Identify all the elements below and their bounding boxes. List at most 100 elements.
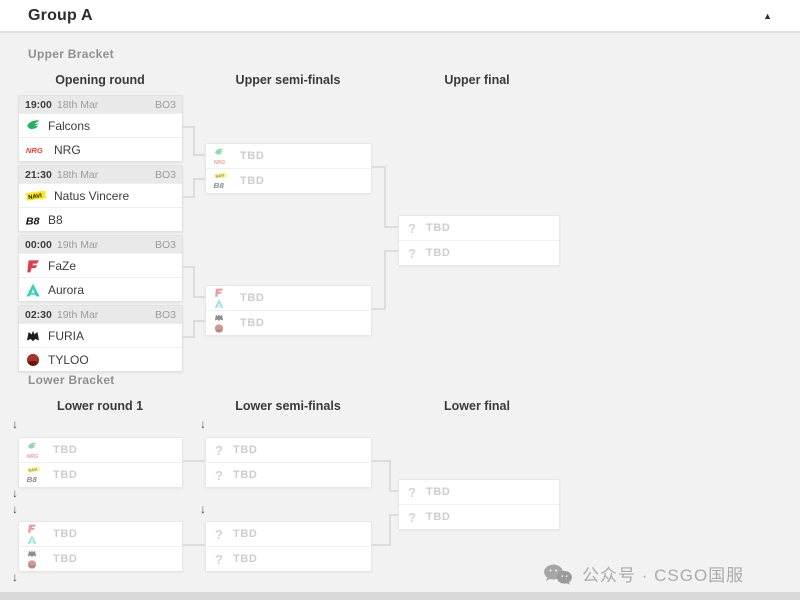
collapse-caret-icon[interactable]: ▲	[763, 10, 772, 21]
lower-semi-final-2[interactable]: ? TBD ? TBD	[205, 521, 372, 572]
match-navi-b8[interactable]: 21:30 18th Mar BO3 NAVI Natus Vincere B8…	[18, 165, 183, 232]
connector-line	[193, 126, 195, 156]
connector-line	[389, 514, 391, 546]
column-header-lower-semi-finals: Lower semi-finals	[235, 399, 341, 413]
match-date: 19th Mar	[56, 308, 99, 321]
team-name: B8	[48, 212, 63, 227]
placeholder-team-icon: ?	[408, 245, 416, 261]
falcons-logo-icon	[213, 147, 225, 158]
match-date: 19th Mar	[56, 238, 99, 251]
match-faze-aurora[interactable]: 00:00 19th Mar BO3 FaZe Aurora	[18, 235, 183, 302]
tbd-label: TBD	[426, 486, 451, 498]
aurora-logo-icon	[25, 282, 41, 298]
tbd-label: TBD	[240, 150, 265, 162]
svg-text:B8: B8	[27, 475, 38, 484]
connector-line	[193, 320, 205, 322]
bracket-slot[interactable]: ? TBD	[206, 546, 371, 571]
furia-logo-icon	[26, 548, 38, 559]
team-row[interactable]: NRG NRG	[19, 137, 182, 161]
placeholder-team-icon: ?	[215, 467, 223, 483]
match-furia-tyloo[interactable]: 02:30 19th Mar BO3 FURIA TYLOO	[18, 305, 183, 372]
bracket-slot[interactable]: TBD	[19, 546, 182, 571]
match-format: BO3	[154, 308, 176, 321]
b8-logo-icon: B8	[26, 473, 38, 484]
team-row[interactable]: Falcons	[19, 113, 182, 137]
placeholder-team-icon: ?	[408, 220, 416, 236]
match-format: BO3	[154, 168, 176, 181]
nrg-logo-icon: NRG	[26, 452, 41, 459]
bracket-slot[interactable]: ? TBD	[206, 438, 371, 462]
team-name: Aurora	[48, 282, 85, 297]
bracket-slot[interactable]: ? TBD	[399, 240, 559, 265]
team-row[interactable]: NAVI Natus Vincere	[19, 183, 182, 207]
tbd-label: TBD	[240, 175, 265, 187]
aurora-logo-icon	[213, 298, 225, 309]
tbd-label: TBD	[426, 511, 451, 523]
bracket-slot[interactable]: TBD	[206, 310, 371, 335]
connector-line	[372, 460, 391, 462]
drop-from-upper-arrow-icon: ↓	[200, 417, 206, 431]
bracket-slot[interactable]: ? TBD	[206, 522, 371, 546]
connector-line	[193, 296, 205, 298]
svg-text:NRG: NRG	[26, 146, 43, 155]
tbd-label: TBD	[233, 528, 258, 540]
bracket-slot[interactable]: ? TBD	[206, 462, 371, 487]
drop-from-upper-arrow-icon: ↓	[12, 486, 18, 500]
falcons-logo-icon	[26, 441, 38, 452]
group-header[interactable]: Group A ▲	[0, 0, 800, 33]
team-name: NRG	[54, 142, 81, 157]
candidate-logos: NRG	[213, 147, 232, 165]
watermark: 公众号 · CSGO国服	[543, 561, 744, 586]
drop-from-upper-arrow-icon: ↓	[200, 502, 206, 516]
connector-line	[193, 320, 195, 338]
connector-line	[183, 336, 195, 338]
bracket-slot[interactable]: NAVI B8 TBD	[206, 168, 371, 193]
match-time: 02:30	[25, 308, 52, 321]
connector-line	[384, 250, 398, 252]
svg-text:NAVI: NAVI	[28, 193, 43, 201]
bracket-slot[interactable]: NRG TBD	[206, 144, 371, 168]
tbd-label: TBD	[53, 469, 78, 481]
bracket-slot[interactable]: NRG TBD	[19, 438, 182, 462]
match-falcons-nrg[interactable]: 19:00 18th Mar BO3 Falcons NRG NRG	[18, 95, 183, 162]
connector-line	[193, 154, 205, 156]
bracket-slot[interactable]: NAVI B8 TBD	[19, 462, 182, 487]
bracket-slot[interactable]: TBD	[206, 286, 371, 310]
bracket-slot[interactable]: TBD	[19, 522, 182, 546]
connector-line	[372, 308, 386, 310]
bracket-slot[interactable]: ? TBD	[399, 504, 559, 529]
bracket-slot[interactable]: ? TBD	[399, 216, 559, 240]
team-row[interactable]: TYLOO	[19, 347, 182, 371]
connector-line	[193, 178, 205, 180]
candidate-logos	[213, 312, 232, 334]
team-row[interactable]: B8 B8	[19, 207, 182, 231]
match-format: BO3	[154, 238, 176, 251]
team-row[interactable]: Aurora	[19, 277, 182, 301]
placeholder-team-icon: ?	[408, 509, 416, 525]
navi-logo-icon: NAVI	[213, 172, 228, 179]
b8-logo-icon: B8	[25, 212, 41, 228]
drop-from-upper-arrow-icon: ↓	[12, 417, 18, 431]
navi-logo-icon: NAVI	[25, 190, 47, 201]
lower-round1-match-2[interactable]: TBD TBD	[18, 521, 183, 572]
lower-semi-final-1[interactable]: ? TBD ? TBD	[205, 437, 372, 488]
team-row[interactable]: FURIA	[19, 323, 182, 347]
candidate-logos: NAVI B8	[213, 172, 232, 190]
upper-semi-final-1[interactable]: NRG TBD NAVI B8 TBD	[205, 143, 372, 194]
upper-final[interactable]: ? TBD ? TBD	[398, 215, 560, 266]
match-time: 21:30	[25, 168, 52, 181]
bottom-strip	[0, 592, 800, 600]
falcons-logo-icon	[25, 118, 41, 134]
upper-semi-final-2[interactable]: TBD TBD	[205, 285, 372, 336]
column-header-lower-round-1: Lower round 1	[56, 399, 144, 413]
drop-from-upper-arrow-icon: ↓	[12, 502, 18, 516]
lower-final[interactable]: ? TBD ? TBD	[398, 479, 560, 530]
lower-round1-match-1[interactable]: NRG TBD NAVI B8 TBD	[18, 437, 183, 488]
candidate-logos: NRG	[26, 441, 45, 459]
column-header-lower-final: Lower final	[444, 399, 510, 413]
navi-logo-icon: NAVI	[26, 466, 41, 473]
team-name: Falcons	[48, 118, 91, 133]
bracket-slot[interactable]: ? TBD	[399, 480, 559, 504]
team-row[interactable]: FaZe	[19, 253, 182, 277]
match-date: 18th Mar	[56, 98, 99, 111]
